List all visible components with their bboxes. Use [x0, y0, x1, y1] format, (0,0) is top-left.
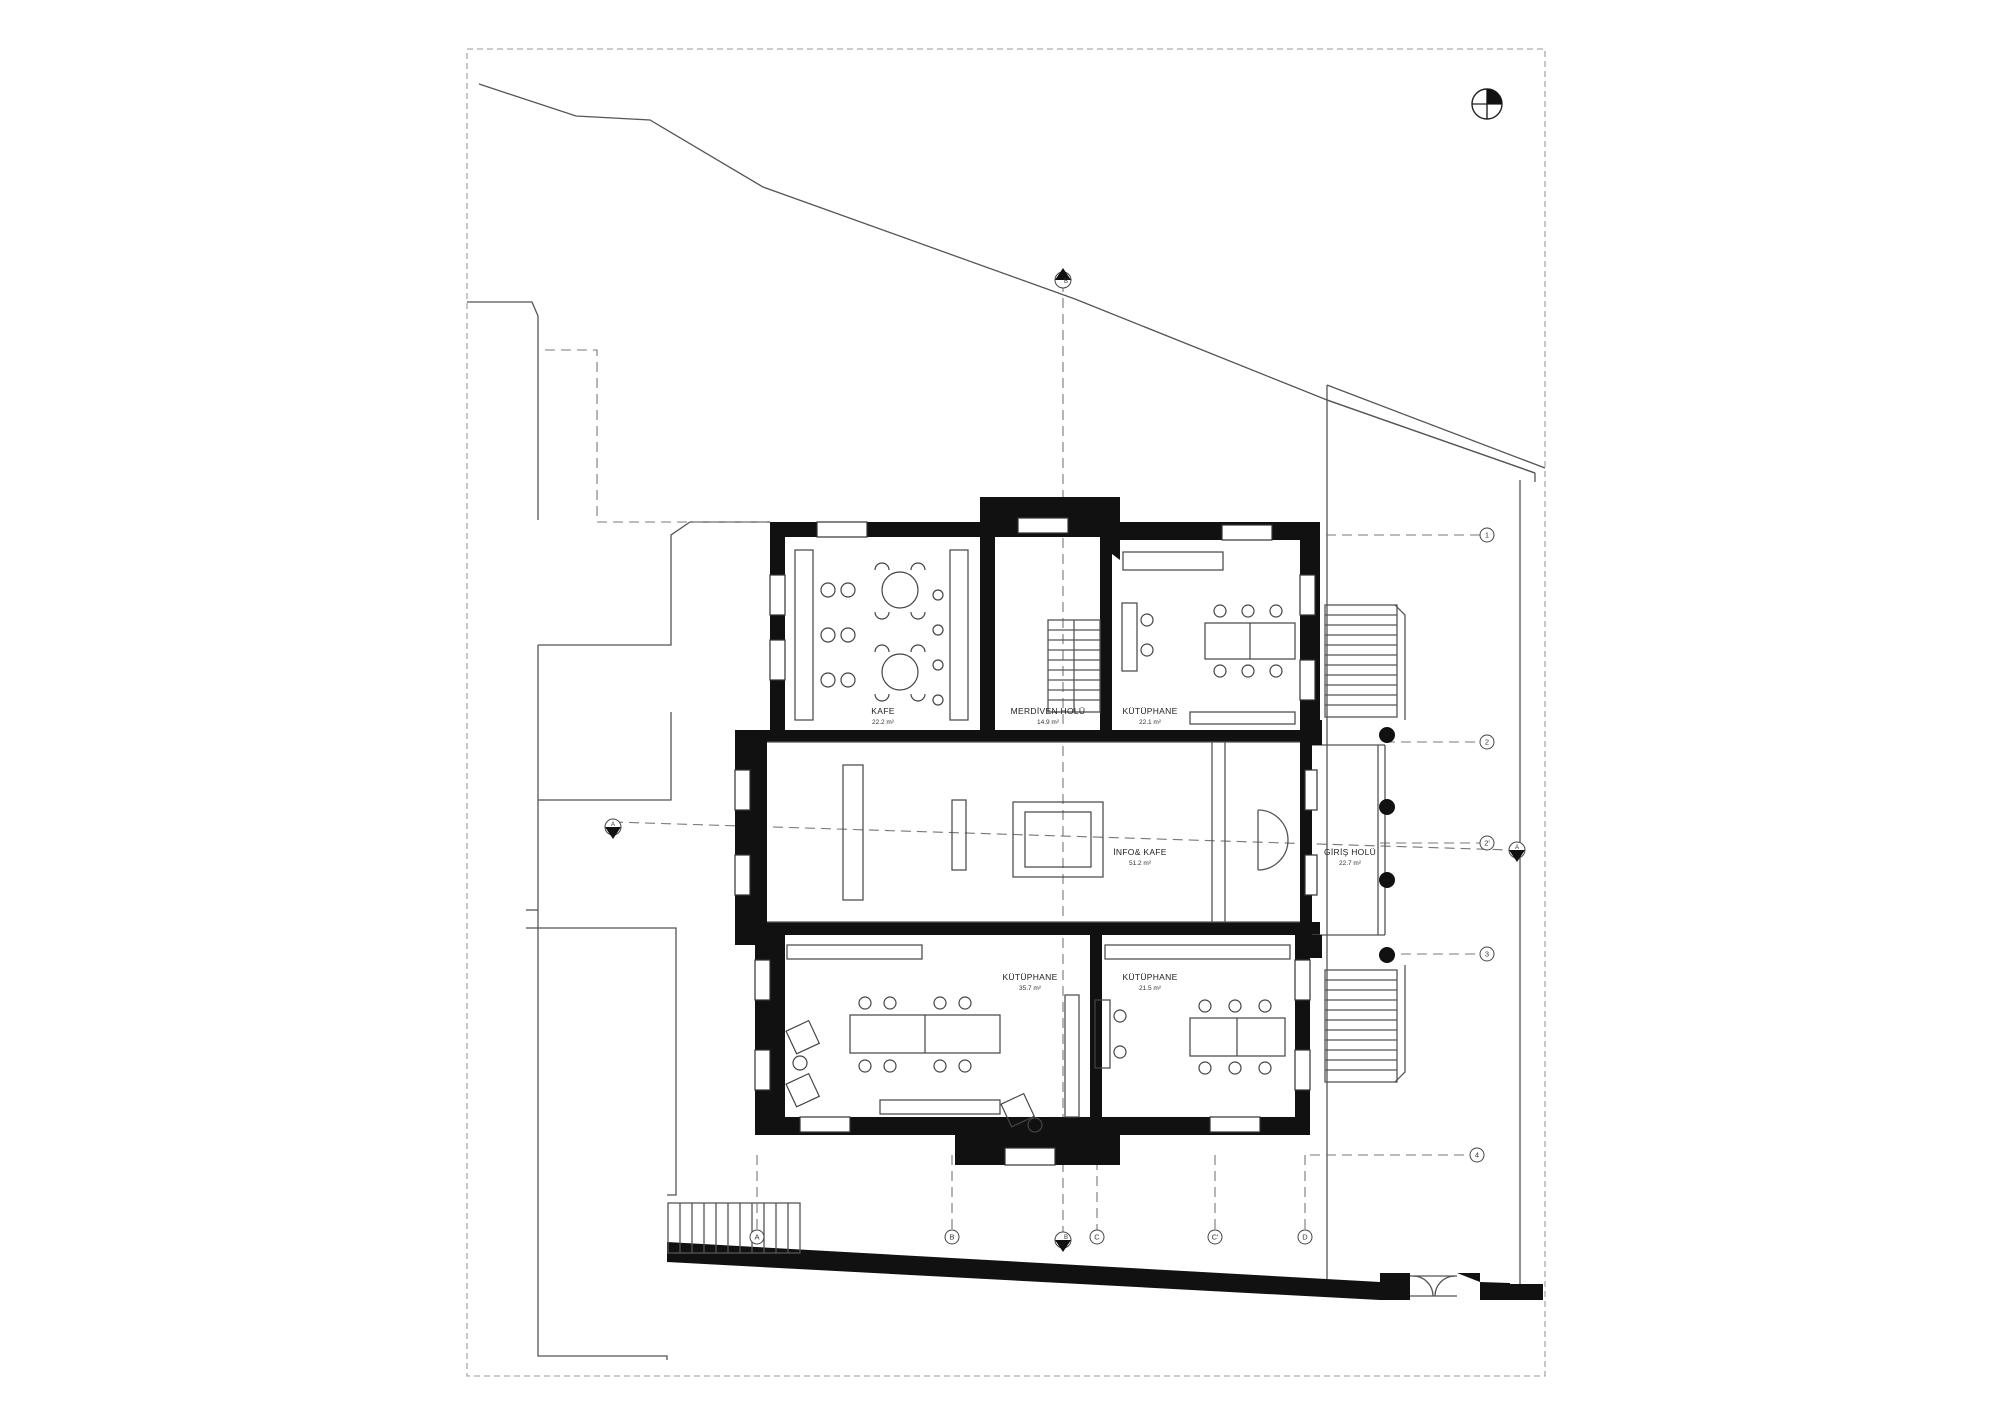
- grid-column-bubbles: A B C C' D: [749, 1229, 1313, 1245]
- svg-text:A: A: [1515, 845, 1519, 851]
- interior-stair: [1047, 619, 1101, 713]
- svg-text:B: B: [1064, 1235, 1068, 1241]
- room-name-info: İNFO& KAFE: [1113, 847, 1167, 857]
- room-name-kutuphane-sw: KÜTÜPHANE: [1002, 972, 1057, 982]
- grid-row-3: 3: [1485, 950, 1489, 959]
- room-area-kutuphane-se: 21.5 m²: [1139, 985, 1162, 992]
- colonnade: [1300, 720, 1395, 963]
- room-name-kutuphane-ne: KÜTÜPHANE: [1122, 706, 1177, 716]
- room-name-giris: GİRİŞ HOLÜ: [1324, 847, 1376, 857]
- grid-row-2: 2: [1485, 738, 1489, 747]
- section-markers: B B A A: [604, 268, 1526, 1252]
- section-marker-left: A: [604, 818, 622, 839]
- grid-row-4: 4: [1475, 1151, 1479, 1160]
- room-area-kutuphane-ne: 22.1 m²: [1139, 719, 1162, 726]
- room-area-info: 51.2 m²: [1129, 860, 1152, 867]
- grid-col-c: C: [1094, 1233, 1100, 1242]
- room-area-kutuphane-sw: 35.7 m²: [1019, 985, 1042, 992]
- windows: [734, 517, 1318, 1166]
- info-furniture: [842, 764, 1104, 901]
- svg-text:A: A: [611, 822, 615, 828]
- kutuphane-sw-furniture: [785, 944, 1080, 1133]
- grid-col-c-prime: C': [1212, 1233, 1219, 1242]
- section-marker-bottom: B: [1054, 1231, 1072, 1252]
- room-name-merdiven: MERDİVEN HOLÜ: [1011, 706, 1086, 716]
- partitions: [767, 741, 1385, 936]
- entrance-door: [1257, 809, 1289, 871]
- grid-col-b: B: [949, 1233, 954, 1242]
- room-name-kutuphane-se: KÜTÜPHANE: [1122, 972, 1177, 982]
- perimeter-wall: [667, 1242, 1410, 1300]
- room-area-merdiven: 14.9 m²: [1037, 719, 1060, 726]
- room-area-giris: 22.7 m²: [1339, 860, 1362, 867]
- neighbour-outline-dashed: [545, 349, 770, 523]
- sheet-border: [466, 48, 1546, 1377]
- exterior-stair-ne: [1324, 604, 1406, 720]
- room-name-kafe: KAFE: [871, 706, 894, 716]
- kutuphane-se-furniture: [1094, 944, 1291, 1075]
- site-boundaries: [467, 83, 1546, 1360]
- kutuphane-ne-furniture: [1121, 551, 1296, 725]
- kafe-furniture: [794, 549, 969, 721]
- walls: [735, 497, 1320, 1165]
- north-arrow-icon: [1471, 88, 1503, 120]
- exterior-stair-sw: [667, 1202, 801, 1254]
- grid-row-1: 1: [1485, 531, 1489, 540]
- section-marker-right: A: [1508, 841, 1526, 862]
- section-marker-top: B: [1054, 268, 1072, 289]
- grid-col-d: D: [1302, 1233, 1308, 1242]
- svg-text:B: B: [1064, 279, 1068, 285]
- room-area-kafe: 22.2 m²: [872, 719, 895, 726]
- grid-row-2-prime: 2': [1484, 839, 1490, 848]
- exterior-stair-se: [1324, 965, 1406, 1083]
- room-labels: KAFE 22.2 m² MERDİVEN HOLÜ 14.9 m² KÜTÜP…: [871, 706, 1376, 992]
- grid-row-bubbles: 1 2 2' 3 4: [1469, 527, 1495, 1163]
- grid-col-a: A: [754, 1233, 759, 1242]
